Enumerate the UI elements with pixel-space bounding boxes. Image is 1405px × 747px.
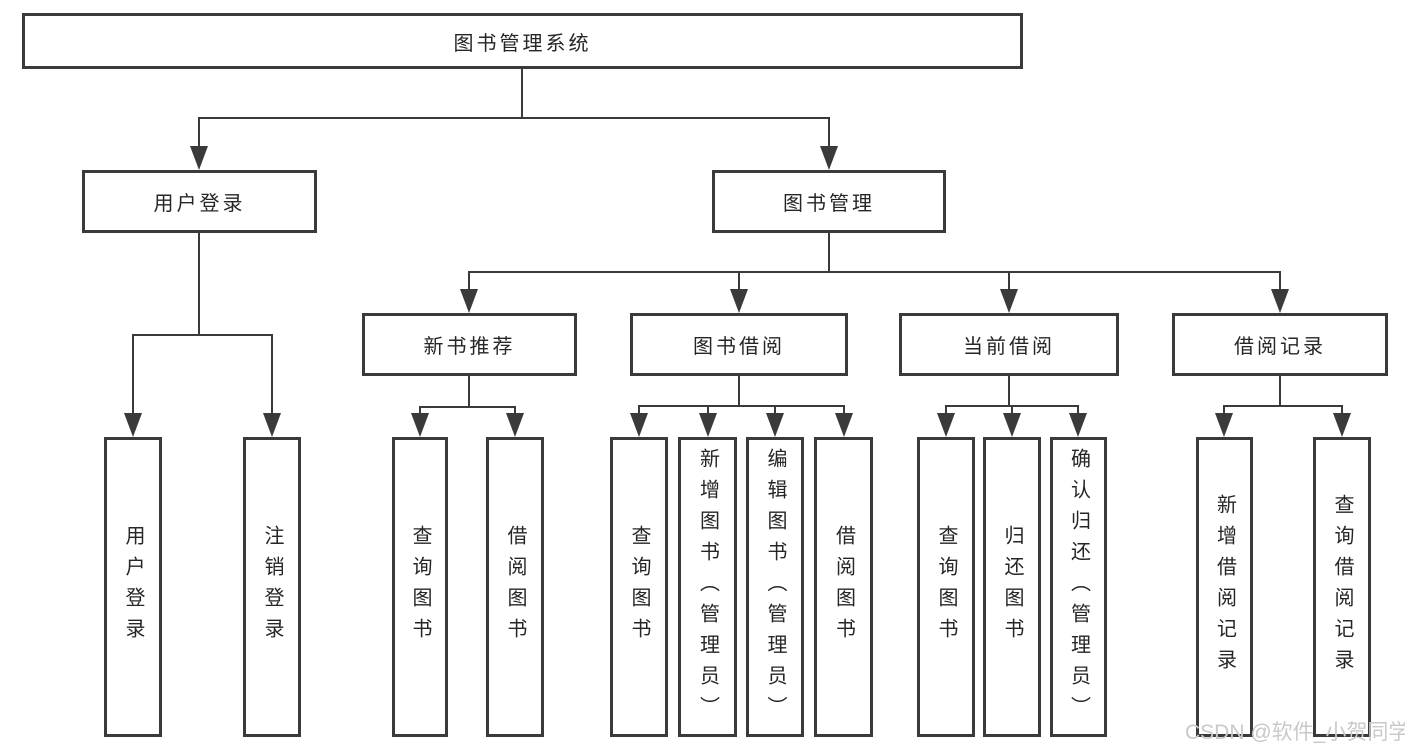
arrow-down-icon xyxy=(1003,413,1021,437)
arrow-down-icon xyxy=(835,413,853,437)
connector-stem-book-mgmt xyxy=(828,233,830,272)
connector-drop-book-borrow xyxy=(774,405,776,417)
arrow-down-icon xyxy=(1215,413,1233,437)
node-leaf-user-login: 用户登录 xyxy=(104,437,162,737)
arrow-down-icon xyxy=(1000,289,1018,313)
node-book-mgmt: 图书管理 xyxy=(712,170,946,233)
connector-branch-user-login-group xyxy=(132,334,273,336)
connector-drop-current-borrow xyxy=(1077,405,1079,417)
connector-stem-book-borrow xyxy=(738,376,740,406)
node-leaf-add-record: 新增借阅记录 xyxy=(1196,437,1253,737)
node-root: 图书管理系统 xyxy=(22,13,1023,69)
node-label-leaf-confirm-return: 确认归还（管理员） xyxy=(1067,447,1090,727)
connector-drop-user-login-group xyxy=(271,334,273,417)
arrow-down-icon xyxy=(630,413,648,437)
node-leaf-query-book-3: 查询图书 xyxy=(917,437,975,737)
node-label-leaf-query-book-1: 查询图书 xyxy=(409,525,431,649)
connector-stem-current-borrow xyxy=(1008,376,1010,406)
arrow-down-icon xyxy=(506,413,524,437)
node-label-leaf-logout: 注销登录 xyxy=(261,525,283,649)
arrow-down-icon xyxy=(460,289,478,313)
connector-drop-current-borrow xyxy=(1011,405,1013,417)
node-leaf-return-book: 归还图书 xyxy=(983,437,1041,737)
node-leaf-borrow-book-1: 借阅图书 xyxy=(486,437,544,737)
node-label-leaf-return-book: 归还图书 xyxy=(1001,525,1023,649)
node-leaf-confirm-return: 确认归还（管理员） xyxy=(1050,437,1107,737)
node-label-leaf-add-record: 新增借阅记录 xyxy=(1213,494,1236,680)
arrow-down-icon xyxy=(820,146,838,170)
node-leaf-edit-book: 编辑图书（管理员） xyxy=(746,437,804,737)
connector-drop-book-mgmt xyxy=(468,271,470,293)
node-leaf-query-record: 查询借阅记录 xyxy=(1313,437,1371,737)
connector-drop-book-borrow xyxy=(843,405,845,417)
connector-drop-root xyxy=(198,117,200,150)
node-label-leaf-query-book-3: 查询图书 xyxy=(935,525,957,649)
node-label-leaf-query-record: 查询借阅记录 xyxy=(1331,494,1353,680)
connector-stem-borrow-record xyxy=(1279,376,1281,406)
connector-drop-book-mgmt xyxy=(1279,271,1281,293)
connector-branch-borrow-record xyxy=(1223,405,1343,407)
connector-drop-book-borrow xyxy=(638,405,640,417)
connector-drop-new-book-rec xyxy=(514,406,516,417)
node-leaf-add-book: 新增图书（管理员） xyxy=(678,437,737,737)
node-user-login-group: 用户登录 xyxy=(82,170,317,233)
connector-drop-new-book-rec xyxy=(419,406,421,417)
arrow-down-icon xyxy=(1333,413,1351,437)
node-label-user-login-group: 用户登录 xyxy=(153,193,246,215)
node-leaf-borrow-book-2: 借阅图书 xyxy=(814,437,873,737)
node-label-book-mgmt: 图书管理 xyxy=(783,193,875,215)
node-label-leaf-user-login: 用户登录 xyxy=(122,525,144,649)
connector-drop-book-borrow xyxy=(707,405,709,417)
node-leaf-query-book-2: 查询图书 xyxy=(610,437,668,737)
connector-drop-borrow-record xyxy=(1341,405,1343,417)
arrow-down-icon xyxy=(263,413,281,437)
node-label-new-book-rec: 新书推荐 xyxy=(423,336,516,358)
node-leaf-logout: 注销登录 xyxy=(243,437,301,737)
connector-drop-root xyxy=(828,117,830,150)
arrow-down-icon xyxy=(937,413,955,437)
connector-drop-user-login-group xyxy=(132,334,134,417)
node-label-leaf-borrow-book-2: 借阅图书 xyxy=(832,525,855,649)
arrow-down-icon xyxy=(411,413,429,437)
connector-drop-book-mgmt xyxy=(738,271,740,293)
node-label-root: 图书管理系统 xyxy=(453,32,592,55)
csdn-watermark: CSDN @软件_小贺同学 xyxy=(1185,721,1405,744)
node-borrow-record: 借阅记录 xyxy=(1172,313,1388,376)
node-label-leaf-borrow-book-1: 借阅图书 xyxy=(504,525,526,649)
node-current-borrow: 当前借阅 xyxy=(899,313,1119,376)
node-leaf-query-book-1: 查询图书 xyxy=(392,437,448,737)
connector-drop-borrow-record xyxy=(1223,405,1225,417)
connector-branch-root xyxy=(198,117,830,119)
connector-stem-user-login-group xyxy=(198,233,200,335)
connector-branch-book-borrow xyxy=(638,405,845,407)
arrow-down-icon xyxy=(730,289,748,313)
arrow-down-icon xyxy=(766,413,784,437)
arrow-down-icon xyxy=(699,413,717,437)
connector-stem-new-book-rec xyxy=(468,376,470,407)
node-label-leaf-query-book-2: 查询图书 xyxy=(628,525,650,649)
arrow-down-icon xyxy=(1069,413,1087,437)
node-label-borrow-record: 借阅记录 xyxy=(1234,336,1326,358)
node-new-book-rec: 新书推荐 xyxy=(362,313,577,376)
connector-stem-root xyxy=(521,69,523,118)
node-book-borrow: 图书借阅 xyxy=(630,313,848,376)
arrow-down-icon xyxy=(124,413,142,437)
connector-branch-book-mgmt xyxy=(468,271,1281,273)
node-label-current-borrow: 当前借阅 xyxy=(963,336,1055,358)
node-label-leaf-edit-book: 编辑图书（管理员） xyxy=(764,447,786,727)
connector-branch-new-book-rec xyxy=(419,406,516,408)
node-label-book-borrow: 图书借阅 xyxy=(693,336,785,358)
node-label-leaf-add-book: 新增图书（管理员） xyxy=(696,447,719,727)
arrow-down-icon xyxy=(190,146,208,170)
connector-drop-book-mgmt xyxy=(1008,271,1010,293)
connector-drop-current-borrow xyxy=(945,405,947,417)
arrow-down-icon xyxy=(1271,289,1289,313)
